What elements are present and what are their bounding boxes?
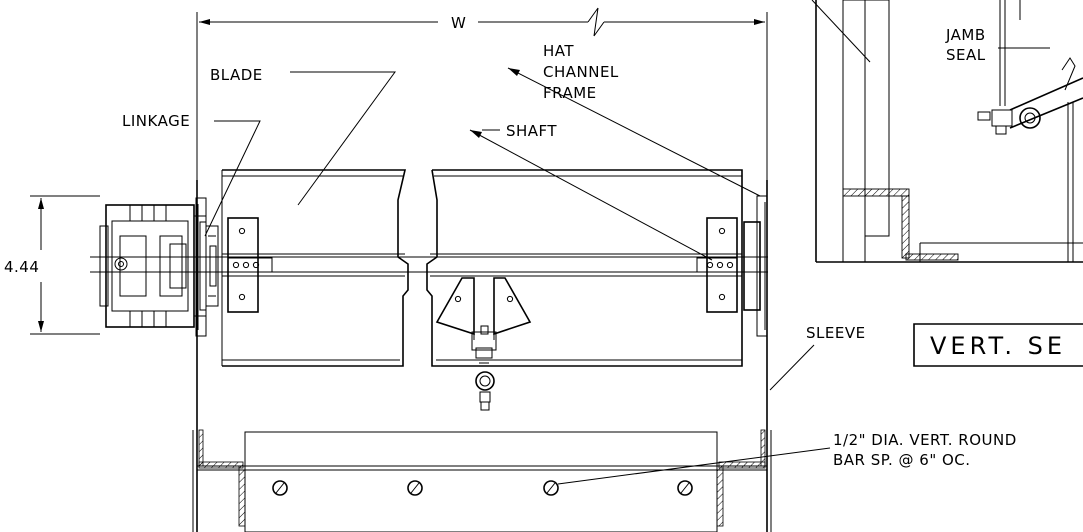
round-bar-3 <box>543 480 559 496</box>
section-title-box <box>913 323 1083 367</box>
width-dim-label: W <box>451 14 466 32</box>
round-bar-2 <box>407 480 423 496</box>
sleeve-label: SLEEVE <box>806 324 866 342</box>
hat-channel-label-3: FRAME <box>543 84 597 102</box>
height-dim-label: 4.44 <box>4 258 39 276</box>
center-pivot <box>435 277 532 411</box>
hat-channel-label-2: CHANNEL <box>543 63 619 81</box>
jamb-seal-label-2: SEAL <box>946 46 986 64</box>
round-bar-4 <box>677 480 693 496</box>
round-bar-label-1: 1/2" DIA. VERT. ROUND <box>833 431 1017 449</box>
vertical-section-view <box>811 0 1083 263</box>
round-bar-1 <box>272 480 288 496</box>
left-blade <box>221 169 409 367</box>
round-bars <box>272 480 693 496</box>
lower-frame <box>197 429 767 532</box>
height-dimension: 4.44 <box>4 195 100 335</box>
sleeve <box>192 180 772 532</box>
shaft <box>90 256 768 273</box>
width-dimension: W <box>196 7 768 180</box>
hat-channel-frame <box>195 195 768 337</box>
hat-channel-label-1: HAT <box>543 42 574 60</box>
shaft-label: SHAFT <box>506 122 557 140</box>
leader-lines <box>204 67 831 485</box>
section-title: VERT. SE <box>930 332 1066 360</box>
round-bar-label-2: BAR SP. @ 6" OC. <box>833 451 971 469</box>
blade-label: BLADE <box>210 66 263 84</box>
jamb-seal-label-1: JAMB <box>945 26 986 44</box>
actuator <box>99 204 219 328</box>
right-bracket <box>696 217 761 313</box>
linkage-label: LINKAGE <box>122 112 190 130</box>
left-bracket <box>227 217 273 313</box>
